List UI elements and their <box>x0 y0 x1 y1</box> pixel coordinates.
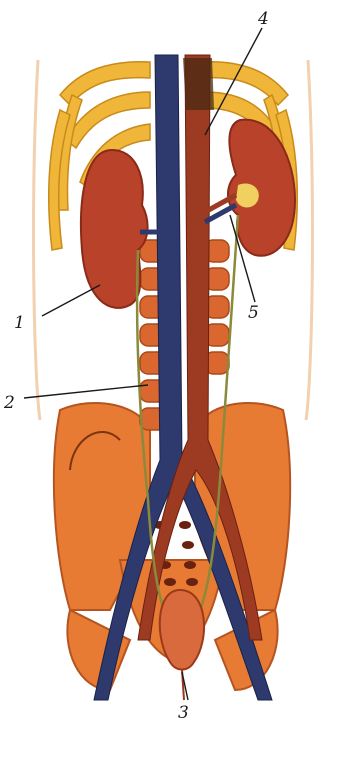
callout-5-label: 5 <box>248 303 259 323</box>
callout-1-label: 1 <box>14 313 25 333</box>
callout-2-label: 2 <box>3 393 15 413</box>
adrenal-region <box>183 58 214 110</box>
callout-4-label: 4 <box>257 9 269 29</box>
spine <box>140 240 229 430</box>
bladder <box>160 590 204 670</box>
callout-3-label: 3 <box>178 703 189 723</box>
